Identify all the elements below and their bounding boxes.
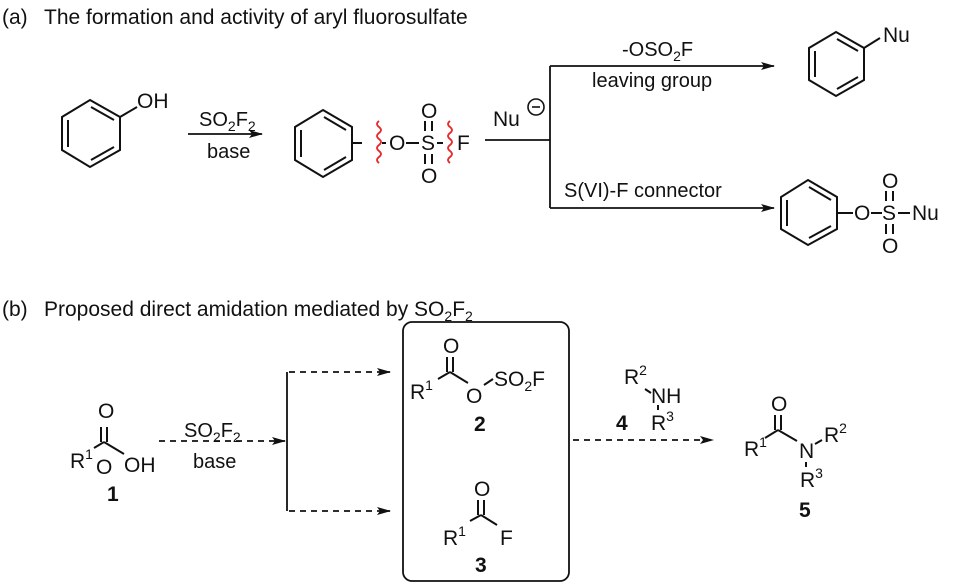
panel-a-label: (a) (2, 6, 28, 29)
acyl-fluorosulfate-2: O R1 O SO2F 2 (410, 335, 545, 436)
reagent-base: base (207, 141, 250, 163)
benzene-ring-icon (61, 98, 121, 169)
int2-carbonyl-o: O (443, 335, 459, 358)
intermediates-box (402, 321, 570, 582)
phenol-oh: OH (137, 90, 169, 113)
amine-r3: R3 (651, 408, 674, 435)
wavy-cleavage-mark-icon (447, 120, 453, 164)
compound-number-5: 5 (799, 499, 811, 522)
svi-f-connector-label: S(VI)-F connector (564, 180, 722, 202)
amine-r2: R2 (624, 362, 647, 389)
amide-r2: R2 (824, 420, 847, 447)
nucleophile-label: Nu (493, 108, 520, 131)
amide-r3: R3 (800, 465, 823, 492)
fluorosulfate-f: F (457, 132, 470, 155)
product-o-top: O (882, 170, 898, 193)
benzene-ring-icon (294, 108, 353, 179)
compound-number-3: 3 (475, 554, 487, 577)
aryl-fluorosulfate-molecule: O S O O F (294, 100, 470, 188)
acyl-fluoride-3: O R1 F 3 (443, 478, 513, 577)
fluorosulfate-s: S (421, 132, 435, 155)
fluorosulfate-o-bottom: O (421, 165, 437, 188)
compound-number-1: 1 (107, 483, 119, 506)
acid-o: O (96, 456, 112, 479)
compound-number-4: 4 (616, 412, 628, 435)
carboxylic-acid-1: O O R1 OH 1 (70, 400, 156, 506)
panel-b-title: Proposed direct amidation mediated by SO… (44, 298, 473, 324)
amide-5: O R1 N R2 R3 5 (744, 393, 847, 522)
aryl-nu-product: Nu (808, 24, 910, 98)
amide-n: N (799, 440, 814, 463)
amide-o: O (771, 393, 787, 416)
wavy-cleavage-mark-icon (376, 120, 382, 164)
int2-so2f: SO2F (494, 368, 545, 394)
product-s: S (882, 202, 896, 225)
phenol-molecule: OH (61, 90, 169, 169)
leaving-group-formula: -OSO2F (622, 39, 693, 64)
amine-4: R2 NH R3 4 (616, 362, 681, 435)
acid-oh: OH (124, 454, 156, 477)
reagent-so2f2-b: SO2F2 (184, 420, 241, 445)
amide-r1: R1 (744, 434, 767, 461)
reagent-base-b: base (193, 451, 236, 473)
panel-a-title: The formation and activity of aryl fluor… (44, 6, 468, 29)
int2-o-link: O (466, 385, 482, 408)
leaving-group-label: leaving group (592, 70, 712, 92)
amine-nh: NH (651, 385, 681, 408)
acid-carbonyl-o: O (98, 400, 114, 423)
fluorosulfate-o-link: O (389, 132, 405, 155)
compound-number-2: 2 (474, 413, 486, 436)
fluorosulfate-o-top: O (421, 100, 437, 123)
int3-f: F (500, 527, 513, 550)
benzene-ring-icon (808, 30, 865, 98)
product-o-bottom: O (882, 235, 898, 258)
int3-r1: R1 (443, 523, 466, 550)
benzene-ring-icon (780, 178, 838, 247)
int3-o: O (474, 478, 490, 501)
int2-r1: R1 (410, 377, 433, 404)
sulfonyl-nu-product: O S O O Nu (780, 170, 939, 258)
product-o-link: O (854, 202, 870, 225)
acid-r1: R1 (70, 446, 93, 473)
panel-b-label: (b) (2, 298, 28, 321)
product-nu: Nu (912, 202, 939, 225)
reagent-so2f2: SO2F2 (199, 109, 256, 134)
formation-arrow: SO2F2 base (188, 109, 263, 163)
negative-charge-icon (527, 98, 545, 116)
product-nu: Nu (883, 24, 910, 47)
